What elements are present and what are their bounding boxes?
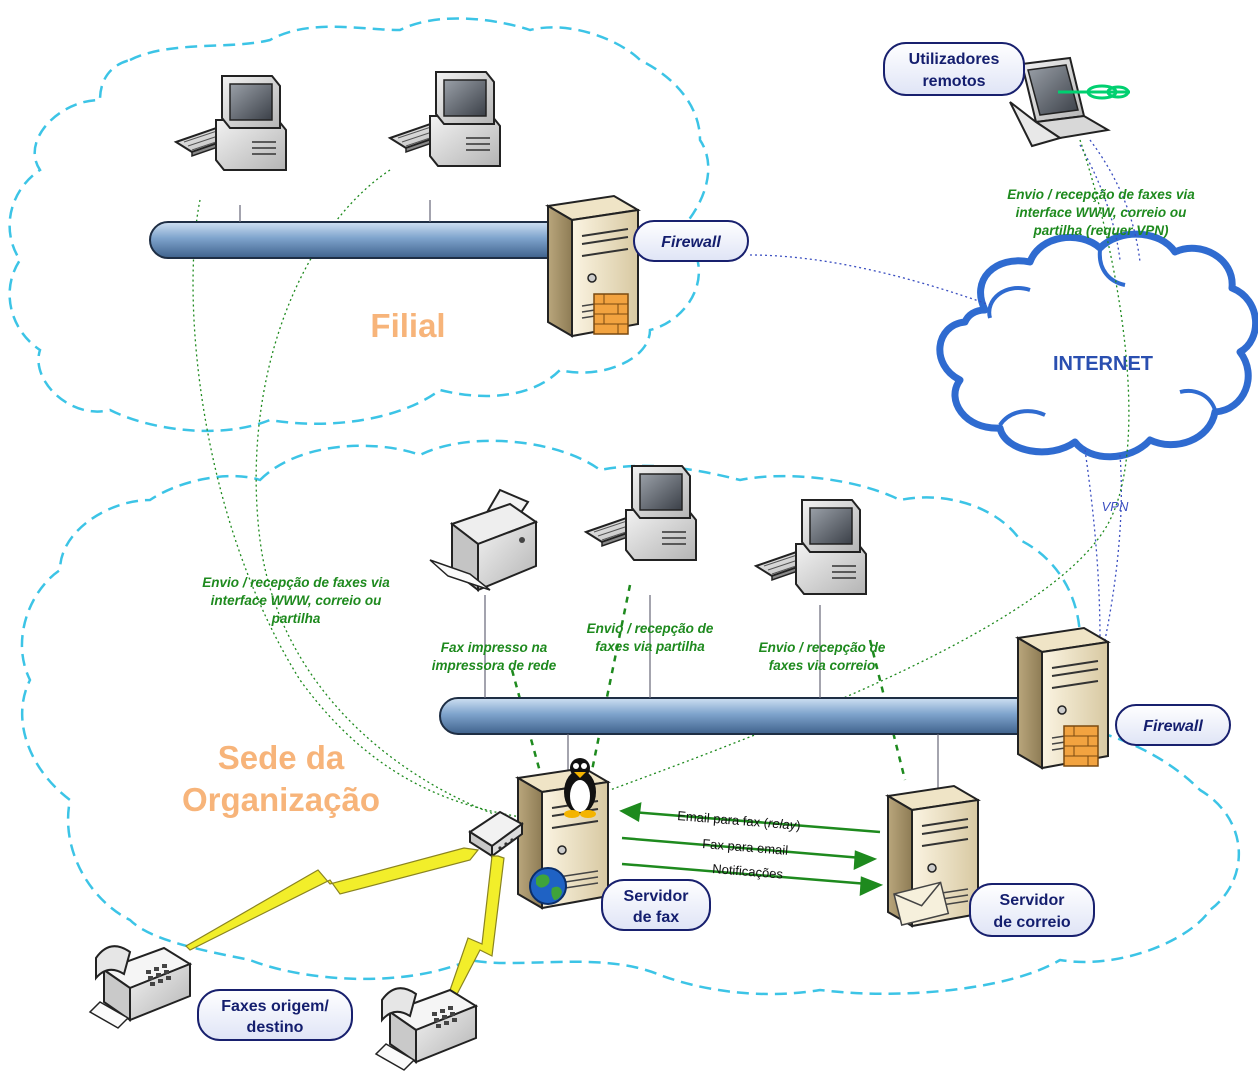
- svg-text:Utilizadores: Utilizadores: [909, 51, 1000, 68]
- remote-annotation-line1: Envio / recepção de faxes via: [1007, 187, 1195, 202]
- fax-to-email-label: Fax para email: [702, 836, 789, 858]
- hq-workstation-2: [755, 499, 867, 595]
- svg-text:Faxes origem/: Faxes origem/: [221, 998, 329, 1015]
- lightning-bolt-2: [447, 855, 505, 1001]
- vpn-label: VPN: [1102, 499, 1129, 514]
- share-annotation-line1: Envio / recepção de: [587, 621, 714, 636]
- branch-workstation-1: [175, 75, 287, 171]
- svg-text:Servidor: Servidor: [624, 888, 689, 905]
- internet-label: INTERNET: [1053, 353, 1153, 375]
- envelope-icon: [893, 881, 950, 926]
- svg-text:Firewall: Firewall: [1143, 718, 1203, 735]
- mail-server: [887, 785, 979, 927]
- fax-modem: [468, 810, 524, 858]
- share-annotation-line2: faxes via partilha: [595, 639, 705, 654]
- branch-annotation-line3: partilha: [271, 611, 321, 626]
- hq-firewall-server: [1017, 627, 1109, 769]
- network-printer: [429, 488, 539, 593]
- hq-bus: [439, 697, 1041, 735]
- fax-server-pill: Servidor de fax: [601, 879, 711, 931]
- fax-server: [517, 758, 609, 909]
- remote-laptop: [1009, 56, 1130, 148]
- branch-workstation-2: [389, 71, 501, 167]
- svg-text:destino: destino: [247, 1019, 304, 1036]
- svg-text:Servidor: Servidor: [1000, 892, 1065, 909]
- relay-message-label: Email para fax (relay): [677, 808, 801, 833]
- printer-annotation-line1: Fax impresso na: [441, 640, 548, 655]
- branch-annotation-line1: Envio / recepção de faxes via: [202, 575, 390, 590]
- mail-annotation-line2: faxes via correio: [769, 658, 876, 673]
- branch-bus: [149, 221, 601, 259]
- network-links: [192, 139, 1141, 831]
- hq-firewall-pill: Firewall: [1115, 704, 1231, 746]
- branch-annotation-line2: interface WWW, correio ou: [211, 593, 383, 608]
- branch-zone-label: Filial: [370, 307, 445, 344]
- linux-penguin-icon: [564, 758, 596, 818]
- svg-text:de fax: de fax: [633, 909, 679, 926]
- globe-icon: [529, 867, 567, 905]
- remote-annotation-line2: interface WWW, correio ou: [1016, 205, 1188, 220]
- svg-text:de correio: de correio: [993, 914, 1071, 931]
- lightning-bolt-1: [185, 847, 480, 951]
- printer-annotation-line2: impressora de rede: [432, 658, 557, 673]
- svg-text:remotos: remotos: [922, 73, 985, 90]
- hq-zone-label-line2: Organização: [182, 781, 380, 818]
- mail-server-pill: Servidor de correio: [969, 883, 1095, 937]
- branch-firewall-pill: Firewall: [633, 220, 749, 262]
- hq-workstation-1: [585, 465, 697, 561]
- mail-annotation-line1: Envio / recepção de: [759, 640, 886, 655]
- svg-text:Firewall: Firewall: [661, 234, 721, 251]
- internet-cloud: [936, 230, 1258, 461]
- remote-annotation-line3: partilha (requer VPN): [1032, 223, 1169, 238]
- fax-machine-2: [375, 987, 477, 1071]
- faxes-pill: Faxes origem/ destino: [197, 989, 353, 1041]
- branch-firewall-server: [547, 195, 639, 337]
- remote-users-pill: Utilizadores remotos: [883, 42, 1025, 96]
- hq-zone-label-line1: Sede da: [218, 739, 345, 776]
- notifications-label: Notificações: [712, 861, 784, 882]
- hq-zone-boundary: [20, 439, 1241, 996]
- fax-machine-1: [89, 945, 191, 1029]
